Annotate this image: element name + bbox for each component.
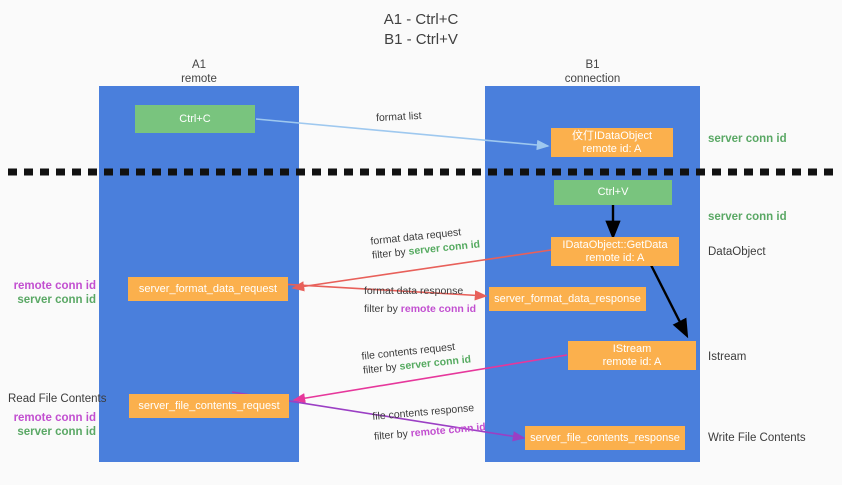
lane-a1-name: A1 — [191, 59, 207, 71]
edge-label-fcres-prefix: filter by — [373, 427, 412, 443]
right-label-server-conn-id-top: server conn id — [708, 133, 787, 145]
right-label-server-conn-id-mid: server conn id — [708, 211, 787, 223]
node-server-format-data-response[interactable]: server_format_data_response — [489, 287, 646, 311]
edge-label-fdres-highlight: remote conn id — [400, 303, 477, 315]
lane-a1-subtitle: remote — [181, 73, 217, 85]
right-label-write-file-contents: Write File Contents — [708, 432, 806, 444]
node-server-file-contents-response-label: server_file_contents_response — [530, 431, 680, 444]
left-label-group-format: remote conn id server conn id — [10, 279, 96, 307]
arrow-format-data-request — [291, 249, 552, 292]
node-server-format-data-request-label: server_format_data_request — [138, 282, 278, 295]
right-label-istream: Istream — [708, 351, 747, 363]
edge-label-format-data-response: format data response filter by remote co… — [364, 284, 476, 316]
node-ctrl-c[interactable]: Ctrl+C — [135, 105, 255, 133]
edge-label-fdreq-prefix: filter by — [371, 245, 410, 262]
arrow-file-contents-request — [292, 354, 568, 404]
edge-label-fdres-prefix: filter by — [364, 303, 401, 315]
node-ctrl-c-label: Ctrl+C — [179, 112, 211, 125]
node-server-file-contents-request[interactable]: server_file_contents_request — [129, 394, 289, 418]
node-idataobject-create-subtitle: remote id: A — [582, 142, 642, 155]
node-istream-subtitle: remote id: A — [602, 355, 662, 368]
edge-label-format-list-line1: format list — [375, 109, 422, 125]
lane-b1-name: B1 — [585, 59, 600, 71]
left-label-read-file-contents: Read File Contents — [8, 393, 107, 405]
left-label-group-file: remote conn id server conn id — [10, 411, 96, 439]
node-istream-title: IStream — [612, 342, 652, 355]
title-line-1: A1 - Ctrl+C — [383, 11, 459, 28]
node-idataobject-getdata[interactable]: IDataObject::GetData remote id: A — [551, 237, 679, 266]
lane-header-b1: B1 connection — [485, 58, 700, 86]
left-label-format-server-conn-id: server conn id — [17, 294, 96, 306]
diagram-title: A1 - Ctrl+C B1 - Ctrl+V — [0, 10, 842, 50]
left-label-file-remote-conn-id: remote conn id — [13, 412, 96, 424]
node-idataobject-create[interactable]: 伩仃IDataObject remote id: A — [551, 128, 673, 157]
node-server-file-contents-response[interactable]: server_file_contents_response — [525, 426, 685, 450]
edge-label-format-data-response-line1: format data response — [364, 285, 464, 297]
arrow-format-list — [255, 118, 550, 151]
node-server-format-data-response-label: server_format_data_response — [494, 292, 641, 305]
lane-b1-subtitle: connection — [564, 73, 621, 85]
node-server-file-contents-request-label: server_file_contents_request — [138, 399, 280, 412]
node-getdata-subtitle: remote id: A — [585, 251, 645, 264]
lane-header-a1: A1 remote — [99, 58, 299, 86]
node-idataobject-create-title: 伩仃IDataObject — [571, 129, 653, 142]
node-server-format-data-request[interactable]: server_format_data_request — [128, 277, 288, 301]
node-ctrl-v-label: Ctrl+V — [597, 186, 629, 198]
left-label-format-remote-conn-id: remote conn id — [13, 280, 96, 292]
title-line-2: B1 - Ctrl+V — [384, 31, 458, 48]
right-label-dataobject: DataObject — [708, 246, 766, 258]
arrow-getdata-to-istream — [649, 264, 689, 339]
node-getdata-title: IDataObject::GetData — [562, 238, 668, 251]
left-label-file-server-conn-id: server conn id — [17, 426, 96, 438]
node-ctrl-v[interactable]: Ctrl+V — [554, 180, 672, 205]
node-istream[interactable]: IStream remote id: A — [568, 341, 696, 370]
edge-label-fcreq-prefix: filter by — [362, 360, 401, 377]
edge-label-format-data-response-line2: filter by remote conn id — [364, 302, 476, 316]
edge-label-format-list: format list — [376, 109, 422, 125]
